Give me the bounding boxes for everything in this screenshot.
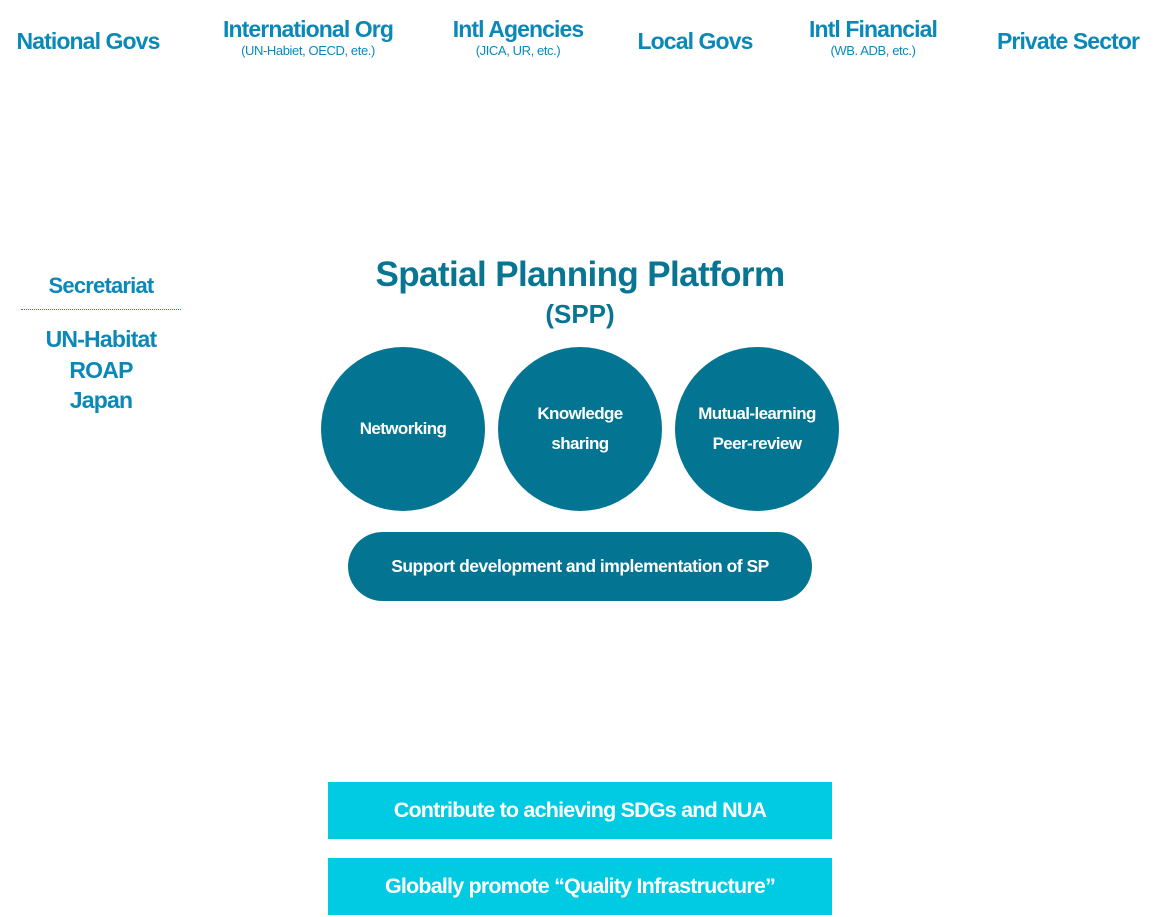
stakeholder-name: Intl Financial [809,16,938,42]
platform-title: Spatial Planning Platform [375,255,786,294]
stakeholder-international-org: International Org (UN-Habiet, OECD, ete.… [223,14,394,60]
stakeholder-intl-agencies: Intl Agencies (JICA, UR, etc.) [453,14,584,60]
stakeholder-name: National Govs [16,28,161,54]
function-circle-networking: Networking [321,347,485,511]
platform-abbreviation: (SPP) [545,299,615,329]
stakeholder-name: Private Sector [996,28,1140,54]
secretariat-org-line: Japan [69,387,133,413]
outcome-bar-sdgs: Contribute to achieving SDGs and NUA [328,782,832,839]
secretariat-org: UN-Habitat ROAP Japan [21,324,181,416]
stakeholder-examples: (UN-Habiet, OECD, ete.) [241,43,375,58]
stakeholder-examples: (WB. ADB, etc.) [830,43,916,58]
stakeholder-examples: (JICA, UR, etc.) [475,43,561,58]
stakeholder-name: International Org [223,16,394,42]
secretariat-org-line: UN-Habitat [45,326,158,352]
function-circle-mutual-learning: Mutual-learning Peer-review [675,347,839,511]
stakeholder-private-sector: Private Sector [996,14,1140,56]
stakeholder-name: Intl Agencies [452,16,584,42]
stakeholder-local-govs: Local Govs [637,14,754,56]
secretariat-label: Secretariat [21,270,181,310]
function-label: Mutual-learning Peer-review [698,404,816,453]
stakeholder-intl-financial: Intl Financial (WB. ADB, etc.) [809,14,938,60]
stakeholder-name: Local Govs [637,28,754,54]
secretariat-org-line: ROAP [69,356,133,383]
support-pill: Support development and implementation o… [348,532,812,601]
function-label: Knowledge sharing [537,404,623,453]
outcome-bar-quality-infrastructure: Globally promote “Quality Infrastructure… [328,858,832,915]
function-circle-knowledge-sharing: Knowledge sharing [498,347,662,511]
function-label: Networking [359,419,447,438]
secretariat-block: Secretariat UN-Habitat ROAP Japan [21,270,181,416]
stakeholder-national-govs: National Govs [16,14,161,56]
